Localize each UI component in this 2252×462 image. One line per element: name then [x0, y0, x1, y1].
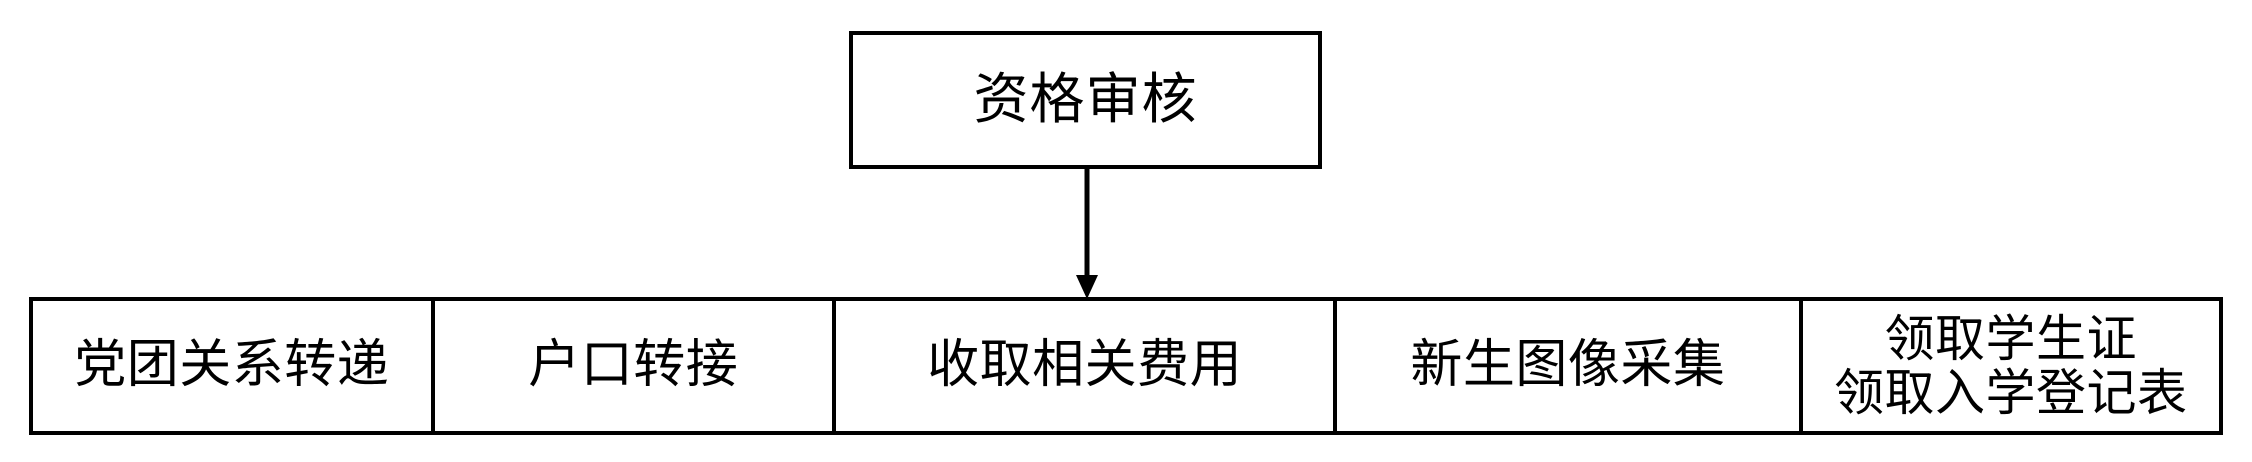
- arrow-down-connector: [1076, 165, 1098, 299]
- node-qualification-review[interactable]: 资格审核: [849, 31, 1322, 169]
- step-cell-household-registration-transfer[interactable]: 户口转接: [434, 301, 837, 431]
- step-cell-line: 党团关系转递: [74, 336, 390, 395]
- step-cell-line: 收取相关费用: [927, 336, 1243, 395]
- step-cell-label: 党团关系转递: [74, 338, 389, 393]
- node-qualification-review-label: 资格审核: [973, 68, 1198, 131]
- step-cell-line: 户口转接: [528, 336, 739, 395]
- step-cell-label: 新生图像采集: [1410, 338, 1725, 393]
- step-cell-party-league-transfer[interactable]: 党团关系转递: [33, 301, 435, 431]
- step-cell-collect-student-id-and-form[interactable]: 领取学生证 领取入学登记表: [1802, 301, 2219, 431]
- step-cell-label: 户口转接: [528, 338, 738, 393]
- step-cell-label: 领取学生证 领取入学登记表: [1834, 312, 2188, 420]
- step-cell-collect-fees[interactable]: 收取相关费用: [836, 301, 1338, 431]
- process-steps-row: 党团关系转递 户口转接 收取相关费用 新生图像采集 领取学生证 领取入学登记表: [29, 297, 2223, 435]
- step-cell-freshman-photo-capture[interactable]: 新生图像采集: [1337, 301, 1803, 431]
- step-cell-label: 收取相关费用: [927, 338, 1242, 393]
- step-cell-line-1: 领取学生证: [1884, 311, 2138, 367]
- step-cell-line-2: 领取入学登记表: [1834, 365, 2188, 421]
- step-cell-line: 新生图像采集: [1410, 336, 1726, 395]
